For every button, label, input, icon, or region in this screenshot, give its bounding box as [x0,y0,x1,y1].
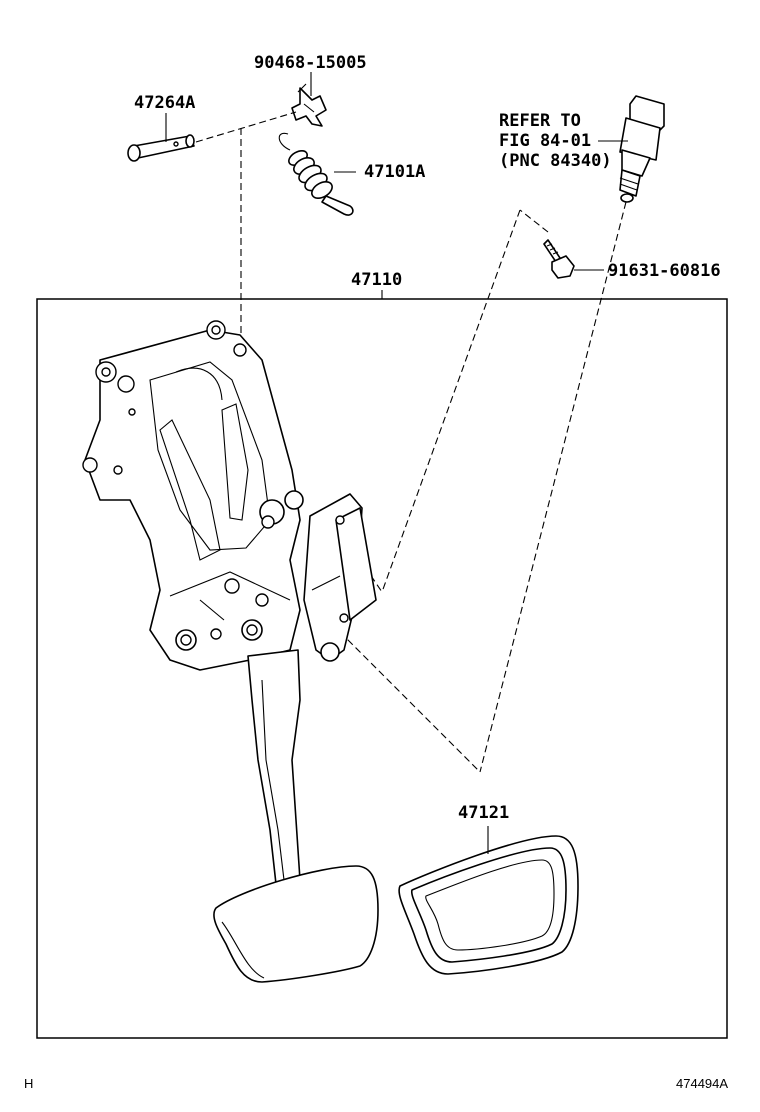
label-refer-line2: FIG 84-01 [499,131,591,151]
switch-to-pad-dashline [479,201,627,773]
label-pad: 47121 [458,803,509,823]
pin-part[interactable] [127,134,195,162]
stop-lamp-switch[interactable] [619,95,665,203]
clip-part[interactable] [291,83,327,127]
label-clip: 90468-15005 [254,53,367,73]
pin-clip-dashline [195,111,297,143]
bolt-mount-dashline [519,209,549,233]
pedal-arm[interactable] [247,649,301,885]
bolt-part[interactable] [543,239,575,279]
arm-to-pad-dashline [339,631,481,773]
pedal-bracket[interactable] [82,320,304,671]
label-assembly: 47110 [351,270,402,290]
label-refer-line1: REFER TO [499,111,581,131]
spring-part[interactable] [278,132,354,216]
footer-left: H [24,1076,33,1091]
pedal-pad[interactable] [398,835,579,975]
label-refer-line3: (PNC 84340) [499,151,612,171]
pedal-lever[interactable] [213,865,379,983]
footer-right: 474494A [676,1076,728,1091]
label-spring: 47101A [364,162,425,182]
label-pin: 47264A [134,93,195,113]
label-bolt: 91631-60816 [608,261,721,281]
switch-mount-dashline [381,209,521,593]
switch-bracket[interactable] [303,493,377,662]
